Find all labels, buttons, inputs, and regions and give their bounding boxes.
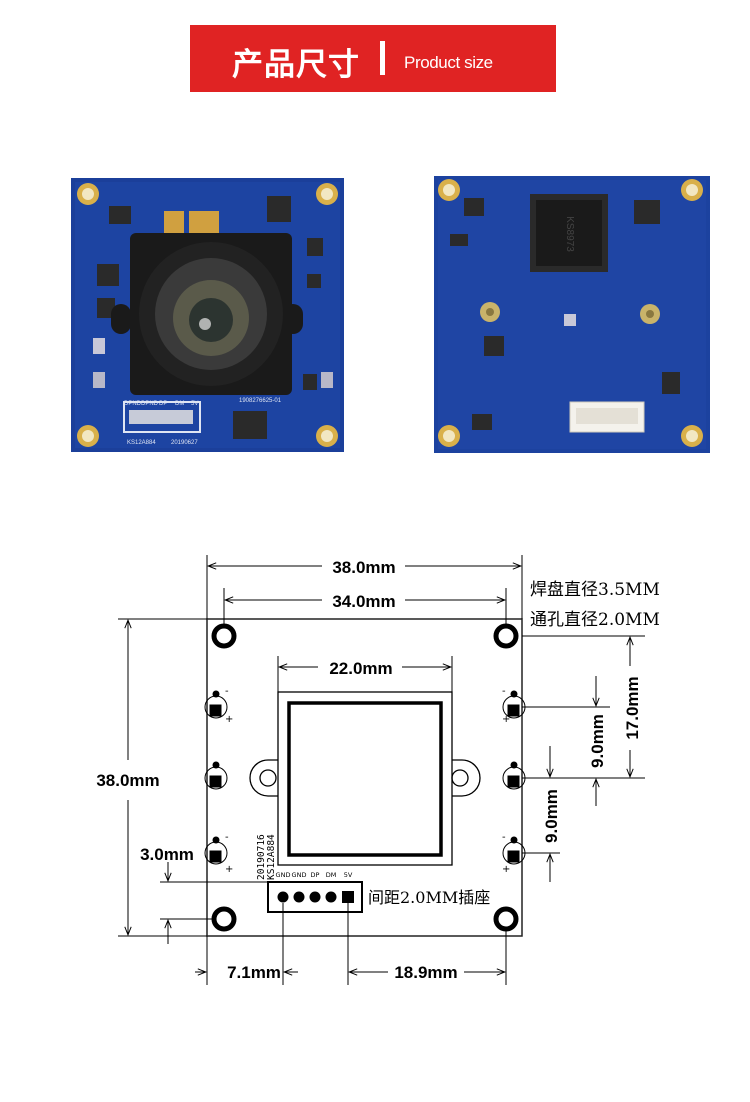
dim-connector-left: 7.1mm	[227, 963, 281, 982]
dimension-lines	[124, 562, 634, 976]
dim-hole-spacing: 34.0mm	[332, 592, 395, 611]
back-connector	[569, 401, 645, 433]
capacitor-symbols	[204, 690, 526, 865]
board-back-photo: KS8973	[434, 176, 710, 453]
dim-hole-pitch-upper: 9.0mm	[588, 714, 607, 768]
pin-label-4: DM	[326, 871, 337, 879]
pad-bottom-right	[493, 906, 519, 932]
dim-lens-window: 22.0mm	[329, 659, 392, 678]
header-divider	[380, 41, 385, 75]
dim-connector-right: 18.9mm	[394, 963, 457, 982]
header-banner: 产品尺寸 Product size	[190, 25, 556, 92]
note-connector: 间距2.0MM插座	[368, 888, 490, 907]
dim-hole-vertical: 17.0mm	[623, 676, 642, 739]
dimension-diagram: - + - + - + - + 20190716 KS12A884 GND GN…	[96, 555, 660, 985]
pin-label-1: GND	[276, 871, 291, 879]
cap-minus-r1: -	[502, 686, 506, 697]
lens-holder-outline	[249, 691, 481, 866]
back-components	[450, 198, 680, 430]
front-mounting-holes	[77, 183, 338, 447]
front-components	[93, 196, 333, 439]
front-silk-pin1: DPND	[124, 401, 142, 407]
cap-plus-r3: +	[502, 864, 510, 875]
pin-label-3: DP	[311, 871, 320, 879]
lens-module	[111, 233, 303, 395]
dim-outer-width: 38.0mm	[332, 558, 395, 577]
chip-marking: KS8973	[564, 216, 575, 252]
cap-plus-1: +	[225, 714, 233, 725]
header-title-en: Product size	[404, 53, 493, 72]
cap-left-2	[204, 761, 228, 790]
front-silk-pin2: DPND	[141, 401, 159, 407]
pin-label-2: GND	[292, 871, 307, 879]
connector-symbol	[267, 881, 363, 913]
note-hole-diameter: 通孔直径2.0MM	[530, 610, 660, 630]
cap-plus-r1: +	[502, 714, 510, 725]
cap-right-3	[502, 836, 526, 865]
front-silk-pin4: DM	[175, 401, 184, 407]
board-front-photo: DPND DPND DP DM 5V 1908276625-01 KS12A88…	[71, 178, 344, 452]
front-silk-pin5: 5V	[191, 401, 198, 407]
dim-connector-edge: 3.0mm	[140, 845, 194, 864]
front-silk-partno: 1908276625-01	[239, 398, 282, 404]
cap-minus-3: -	[225, 832, 229, 843]
dim-height: 38.0mm	[96, 771, 159, 790]
cap-left-3	[204, 836, 228, 865]
cap-left-1	[204, 690, 228, 719]
cap-minus-1: -	[225, 686, 229, 697]
note-pad-diameter: 焊盘直径3.5MM	[530, 580, 660, 600]
pin-label-5: 5V	[344, 871, 353, 879]
header-title-cn: 产品尺寸	[232, 47, 360, 83]
silk-model: KS12A884	[266, 834, 277, 880]
silk-date: 20190716	[256, 834, 267, 880]
front-silk-pin3: DP	[159, 401, 167, 407]
front-connector	[123, 401, 201, 433]
main-chip: KS8973	[530, 194, 608, 272]
cap-minus-r3: -	[502, 832, 506, 843]
back-mounting-holes	[438, 179, 703, 447]
cap-plus-3: +	[225, 864, 233, 875]
dim-hole-pitch-lower: 9.0mm	[542, 789, 561, 843]
front-silk-model: KS12A884	[127, 440, 156, 446]
front-silk-date: 20190627	[171, 440, 198, 446]
